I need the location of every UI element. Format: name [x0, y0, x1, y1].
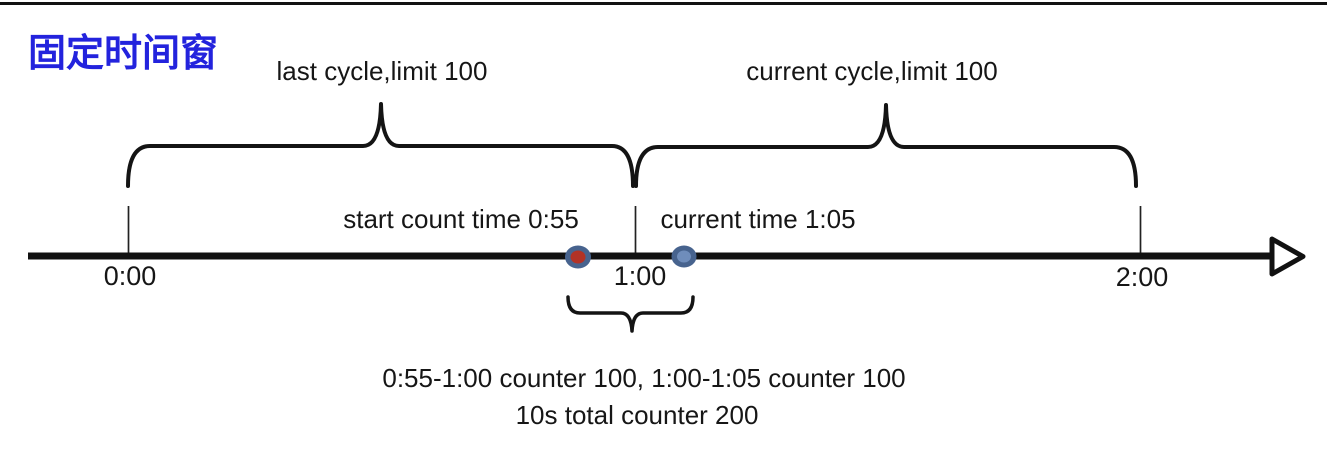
current-cycle-label: current cycle,limit 100 — [746, 56, 998, 86]
last-cycle-label: last cycle,limit 100 — [276, 56, 488, 86]
last-cycle-brace — [126, 102, 635, 188]
tick-label-1-00: 1:00 — [613, 261, 667, 291]
tick-label-0-00: 0:00 — [103, 261, 157, 291]
current-marker-dot-inner — [677, 250, 691, 263]
counter-summary-line: 0:55-1:00 counter 100, 1:00-1:05 counter… — [382, 363, 906, 393]
start-marker-dot-inner — [570, 250, 586, 264]
tick-label-2-00: 2:00 — [1115, 262, 1169, 292]
window-underbrace — [566, 295, 695, 333]
page-title: 固定时间窗 — [28, 33, 219, 75]
current-time-label: current time 1:05 — [660, 204, 856, 234]
start-count-time-label: start count time 0:55 — [343, 204, 579, 234]
total-counter-line: 10s total counter 200 — [515, 400, 759, 430]
current-cycle-brace — [634, 103, 1138, 188]
arrow-right-icon — [1269, 236, 1306, 277]
